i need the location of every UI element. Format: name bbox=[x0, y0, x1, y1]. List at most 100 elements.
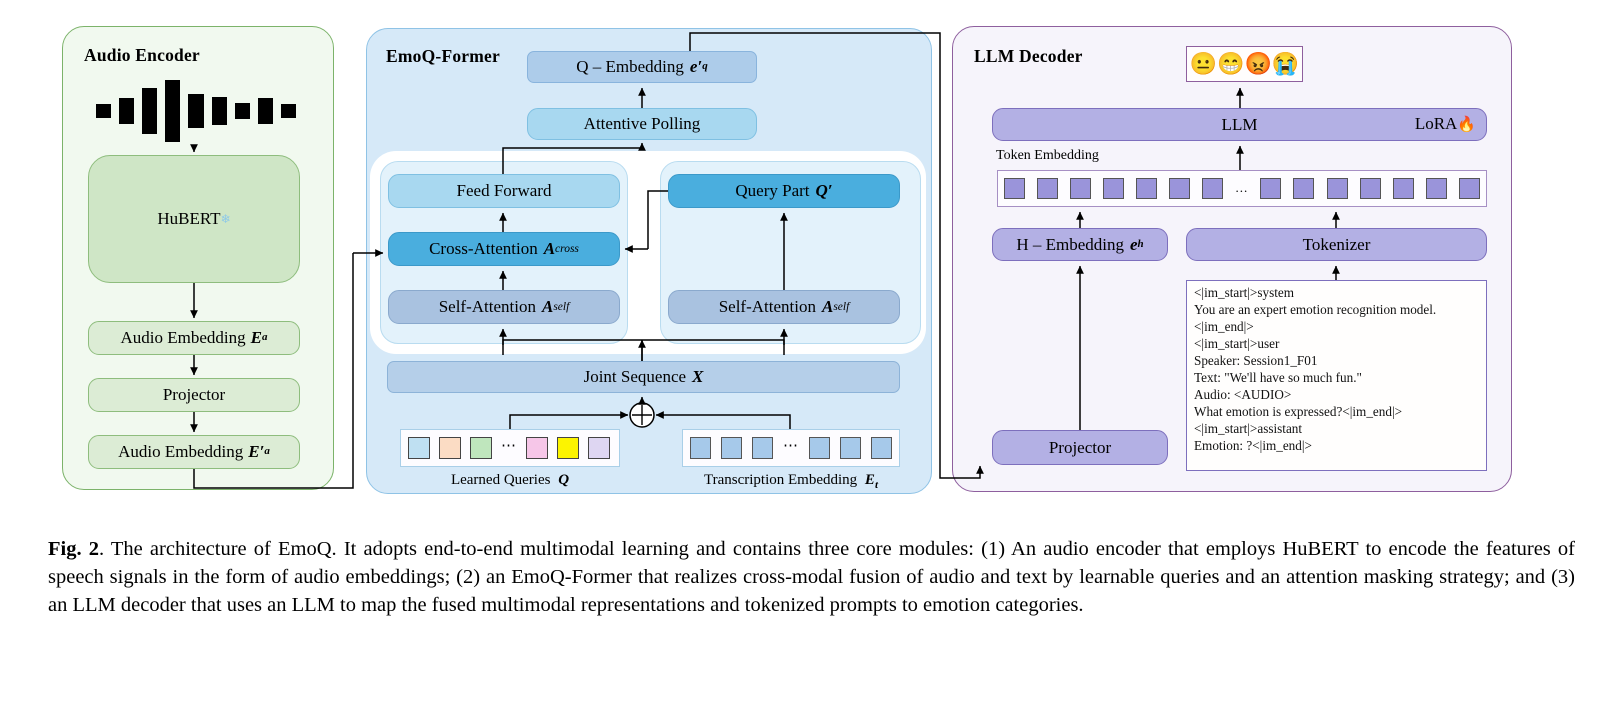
joint-sequence-symbol: X bbox=[692, 367, 704, 387]
waveform-bar bbox=[96, 104, 112, 118]
prompt-text-box: <|im_start|>system You are an expert emo… bbox=[1186, 280, 1487, 471]
fire-icon: 🔥 bbox=[1457, 117, 1476, 134]
learned-queries-label: Learned Queries bbox=[450, 472, 551, 488]
emoq-former-title: EmoQ-Former bbox=[386, 46, 500, 66]
cross-attention-subscript: cross bbox=[555, 242, 579, 255]
q-embedding-subscript: q bbox=[702, 60, 708, 73]
token-square bbox=[1004, 178, 1025, 199]
waveform-bar bbox=[234, 103, 250, 119]
projector-label: Projector bbox=[162, 385, 226, 405]
feed-forward-label: Feed Forward bbox=[456, 181, 552, 201]
llm-decoder-title: LLM Decoder bbox=[974, 46, 1083, 66]
self-attention-left-subscript: self bbox=[553, 300, 570, 313]
hubert-block: HuBERT❄ bbox=[88, 155, 300, 283]
lora-label: LoRA bbox=[1414, 114, 1458, 134]
transcription-token-square bbox=[840, 437, 861, 459]
joint-sequence-box: Joint Sequence X bbox=[387, 361, 900, 393]
snowflake-icon: ❄ bbox=[220, 211, 231, 226]
transcription-embedding-symbol: E bbox=[864, 472, 875, 488]
self-attention-right-subscript: self bbox=[833, 300, 850, 313]
transcription-embedding-caption: Transcription Embedding Et bbox=[660, 472, 922, 491]
q-embedding-box: Q – Embedding e′q bbox=[527, 51, 757, 83]
audio-embedding-prime-label: Audio Embedding bbox=[118, 442, 244, 462]
transcription-token-square bbox=[871, 437, 892, 459]
token-square bbox=[1037, 178, 1059, 199]
token-square bbox=[1359, 178, 1381, 199]
emotion-emoji: 😐 bbox=[1189, 51, 1218, 76]
self-attention-right-symbol: A bbox=[821, 297, 834, 317]
token-square bbox=[1136, 178, 1158, 199]
query-part-symbol: Q′ bbox=[815, 181, 833, 201]
audio-embedding-prime-box: Audio Embedding E′a bbox=[88, 435, 300, 469]
transcription-token-square bbox=[690, 437, 711, 459]
learned-queries-caption: Learned Queries Q bbox=[400, 472, 620, 489]
query-part-label: Query Part bbox=[735, 181, 810, 201]
attentive-polling-label: Attentive Polling bbox=[583, 114, 701, 134]
joint-sequence-label: Joint Sequence bbox=[583, 367, 687, 387]
learned-queries-symbol: Q bbox=[558, 472, 570, 488]
cross-attention-symbol: A bbox=[543, 239, 556, 259]
h-embedding-subscript: h bbox=[1137, 237, 1144, 250]
audio-embedding-label: Audio Embedding bbox=[120, 328, 246, 348]
waveform-bar bbox=[165, 80, 181, 142]
self-attention-right-label: Self-Attention bbox=[718, 297, 816, 317]
waveform-bar bbox=[188, 94, 204, 128]
audio-embedding-prime-subscript: a bbox=[264, 445, 270, 458]
learned-query-square bbox=[408, 437, 430, 459]
self-attention-left-symbol: A bbox=[541, 297, 554, 317]
projector-box: Projector bbox=[88, 378, 300, 412]
emotion-emoji: 😭 bbox=[1271, 51, 1300, 76]
transcription-token-square bbox=[752, 437, 773, 459]
token-square bbox=[1326, 178, 1348, 199]
audio-embedding-prime-symbol: E′ bbox=[248, 442, 265, 462]
tokenizer-box: Tokenizer bbox=[1186, 228, 1487, 261]
q-embedding-label: Q – Embedding bbox=[576, 57, 684, 77]
ellipsis-label: ⋯ bbox=[501, 437, 517, 454]
transcription-embedding-label: Transcription Embedding bbox=[703, 472, 858, 488]
self-attention-left-label: Self-Attention bbox=[438, 297, 536, 317]
feed-forward-box: Feed Forward bbox=[388, 174, 620, 208]
lora-label-wrap: LoRA🔥 bbox=[1415, 115, 1476, 134]
waveform-bar bbox=[257, 98, 273, 124]
query-part-box: Query Part Q′ bbox=[668, 174, 900, 208]
llm-projector-label: Projector bbox=[1048, 437, 1112, 457]
learned-query-square bbox=[470, 437, 492, 459]
h-embedding-symbol: e bbox=[1129, 234, 1138, 254]
transcription-token-square bbox=[721, 437, 742, 459]
token-square bbox=[1425, 178, 1447, 199]
hubert-label: HuBERT bbox=[157, 209, 221, 229]
transcription-embedding-strip: ⋯ bbox=[682, 429, 900, 467]
waveform-bar bbox=[119, 98, 135, 124]
token-square bbox=[1169, 178, 1191, 199]
tokenizer-label: Tokenizer bbox=[1302, 234, 1371, 254]
token-square bbox=[1392, 178, 1414, 199]
waveform-bar bbox=[280, 104, 296, 118]
llm-projector-box: Projector bbox=[992, 430, 1168, 465]
emotion-emoji: 😁 bbox=[1217, 51, 1245, 76]
transcription-token-square bbox=[809, 437, 830, 459]
token-embedding-label: Token Embedding bbox=[996, 148, 1099, 163]
ellipsis-label: ⋯ bbox=[783, 437, 799, 454]
caption-body: . The architecture of EmoQ. It adopts en… bbox=[48, 538, 1576, 616]
learned-query-square bbox=[526, 437, 548, 459]
waveform-bar bbox=[142, 88, 158, 134]
llm-label: LLM bbox=[1221, 114, 1258, 134]
h-embedding-label: H – Embedding bbox=[1016, 234, 1124, 254]
figure-caption: Fig. 2. The architecture of EmoQ. It ado… bbox=[48, 536, 1575, 620]
q-embedding-symbol: e′ bbox=[689, 57, 703, 77]
attentive-polling-box: Attentive Polling bbox=[527, 108, 757, 140]
waveform-bar bbox=[211, 97, 227, 125]
token-square bbox=[1202, 178, 1224, 199]
token-embedding-strip: ... bbox=[997, 170, 1487, 207]
token-square bbox=[1103, 178, 1125, 199]
token-square bbox=[1260, 178, 1282, 199]
learned-query-square bbox=[439, 437, 461, 459]
audio-embedding-symbol: E bbox=[250, 328, 262, 348]
waveform-icon bbox=[96, 78, 296, 144]
